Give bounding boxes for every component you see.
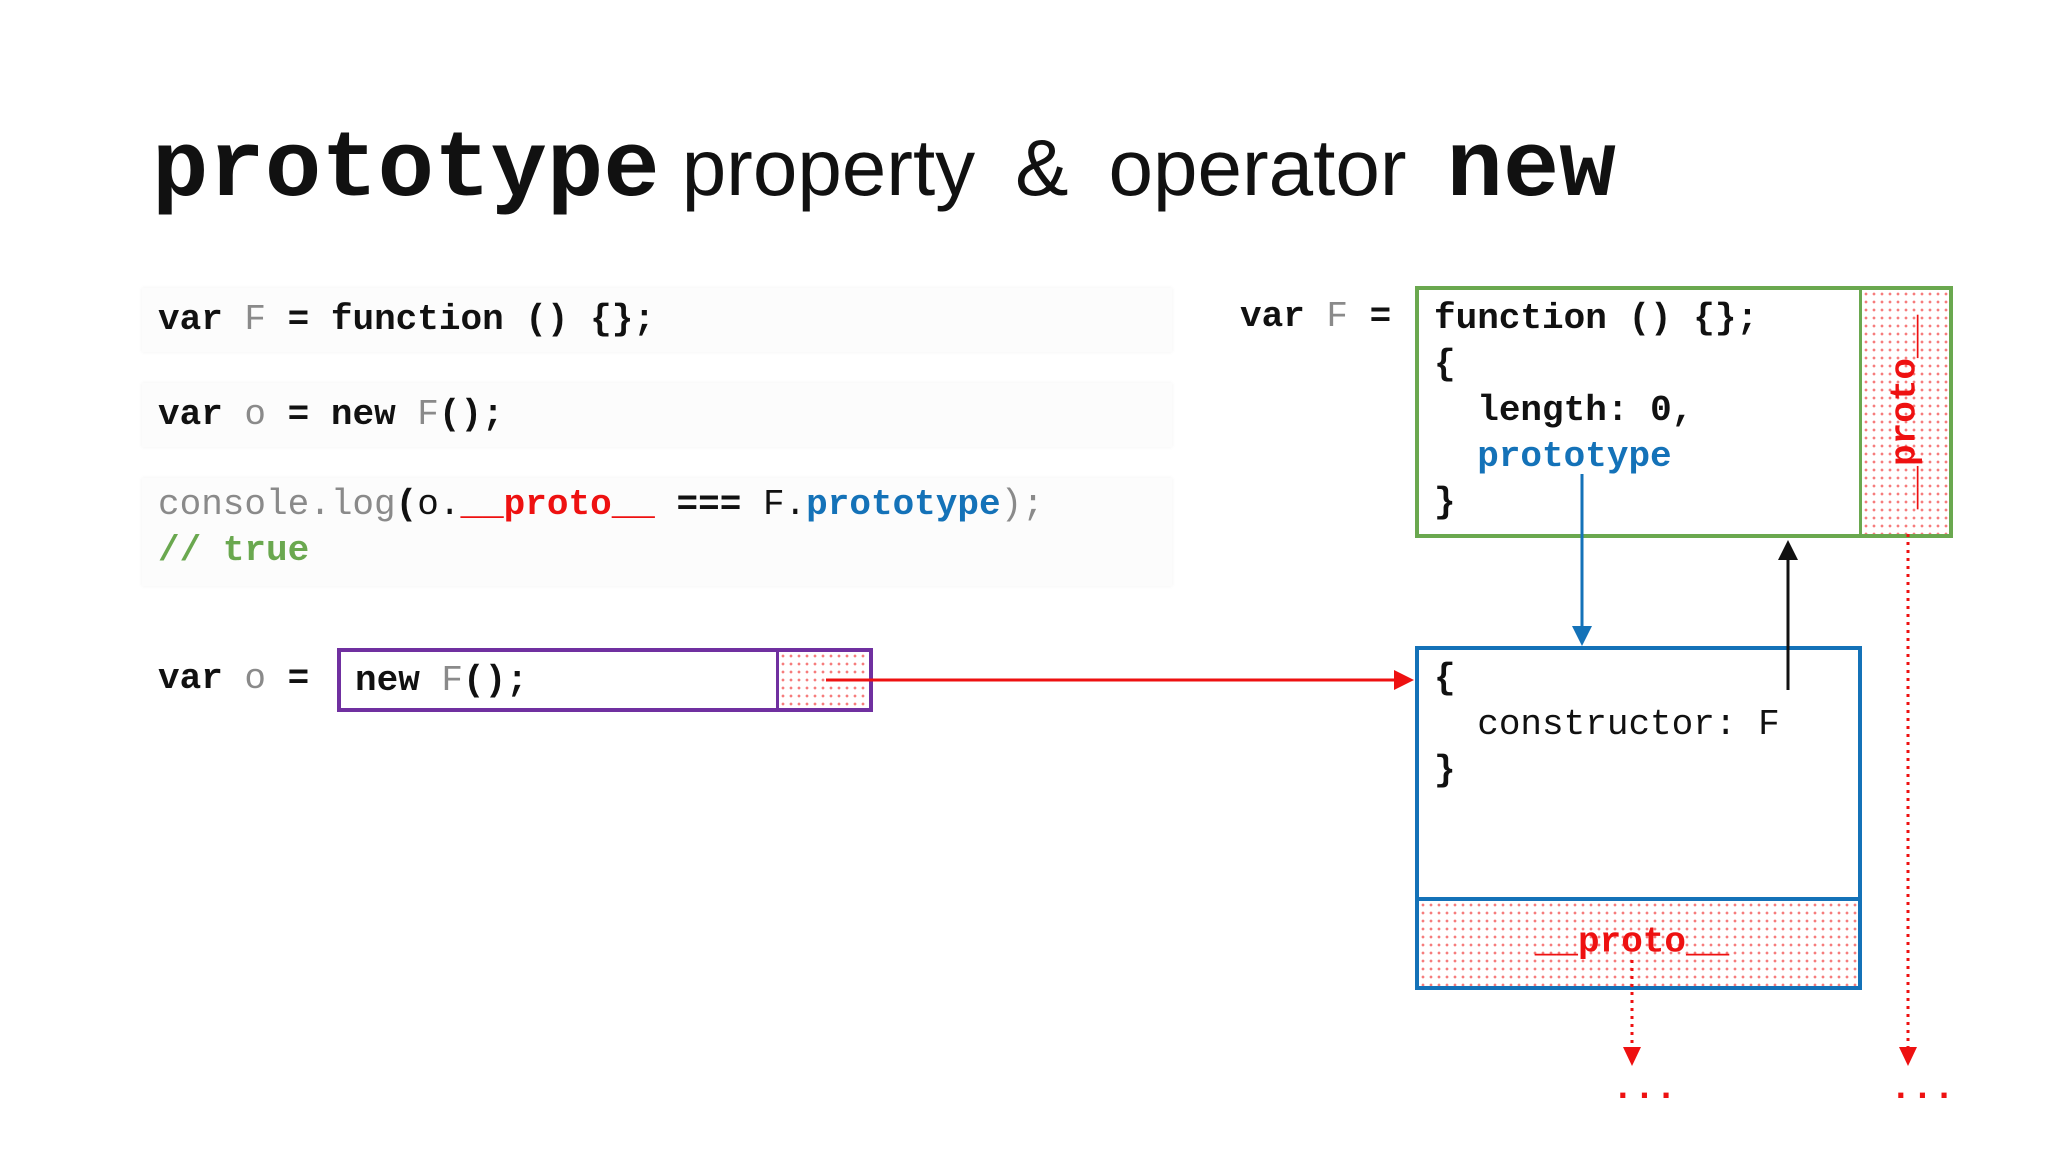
prototype-key: prototype <box>1477 436 1672 477</box>
prototype-object-box <box>1415 646 1862 990</box>
call-parens: () <box>463 660 507 701</box>
identifier-F: F <box>1326 296 1349 337</box>
prototype-property: prototype <box>806 484 1001 525</box>
arrow-prototype-to-object <box>1572 474 1592 646</box>
code-block-function-declaration: var F = function () {}; <box>142 288 1172 352</box>
semicolon: ; <box>1022 484 1044 525</box>
title-ampersand: & <box>1015 123 1069 212</box>
arrow-object-proto-to-prototype <box>826 670 1414 690</box>
keyword-function: function <box>1434 298 1607 339</box>
title-property: property <box>681 123 976 212</box>
function-body: {}; <box>590 299 655 340</box>
close-paren: ) <box>1000 484 1023 525</box>
keyword-function: function <box>330 299 504 340</box>
prototype-object-proto-label: __proto__ <box>1534 921 1730 963</box>
close-brace: } <box>1434 482 1456 523</box>
keyword-var: var <box>1240 296 1305 337</box>
title-operator: operator <box>1108 123 1407 212</box>
function-parens: () <box>1628 298 1672 339</box>
ellipsis-function-chain: ... <box>1890 1068 1955 1109</box>
operator-assign: = <box>287 658 310 699</box>
function-F-proto-cell <box>1859 286 1953 538</box>
title-prototype: prototype <box>152 118 660 224</box>
function-variable-label: var F = <box>1240 296 1391 337</box>
call-parens: () <box>438 394 483 435</box>
function-parens: () <box>525 299 569 340</box>
operator-assign: = <box>287 299 310 340</box>
identifier-o: o <box>244 658 267 699</box>
arrow-constructor-to-function <box>1778 540 1798 690</box>
prototype-object-proto-cell <box>1419 897 1858 986</box>
console-log-call: console.log <box>158 484 396 525</box>
open-brace: { <box>1434 658 1456 699</box>
length-value: 0, <box>1650 390 1694 431</box>
operator-assign: = <box>1369 296 1392 337</box>
identifier-o: o <box>244 394 267 435</box>
length-key: length: <box>1477 390 1629 431</box>
comment-slashes: // <box>158 530 202 571</box>
identifier-F: F. <box>762 484 807 525</box>
proto-property: __proto__ <box>460 484 655 525</box>
semicolon: ; <box>482 394 504 435</box>
object-o-expression: new F(); <box>355 660 528 701</box>
keyword-new: new <box>330 394 396 435</box>
arrow-function-proto-chain <box>1899 534 1917 1066</box>
prototype-object-contents: { constructor: F } <box>1434 656 1780 794</box>
identifier-F: F <box>244 299 267 340</box>
code-block-console-log: console.log(o.__proto__ === F.prototype)… <box>142 478 1172 586</box>
function-F-contents: function () {}; { length: 0, prototype } <box>1434 296 1758 526</box>
keyword-var: var <box>158 394 223 435</box>
function-body: {}; <box>1693 298 1759 339</box>
identifier-o: o. <box>417 484 461 525</box>
code-block-new-instance: var o = new F(); <box>142 383 1172 447</box>
comment-true: true <box>222 530 310 571</box>
constructor-value: F <box>1758 704 1780 745</box>
semicolon: ; <box>506 660 528 701</box>
object-variable-label: var o = <box>158 658 309 699</box>
ellipsis-prototype-chain: ... <box>1612 1068 1677 1109</box>
identifier-F: F <box>417 394 439 435</box>
constructor-key: constructor: <box>1477 704 1737 745</box>
open-paren: ( <box>395 484 418 525</box>
close-brace: } <box>1434 750 1456 791</box>
strict-equality-operator: === <box>676 484 742 525</box>
title-new: new <box>1446 118 1616 224</box>
keyword-var: var <box>158 658 223 699</box>
operator-assign: = <box>287 394 310 435</box>
arrow-prototype-proto-chain <box>1623 960 1641 1066</box>
identifier-F: F <box>441 660 464 701</box>
open-brace: { <box>1434 344 1456 385</box>
keyword-new: new <box>355 660 420 701</box>
keyword-var: var <box>158 299 223 340</box>
